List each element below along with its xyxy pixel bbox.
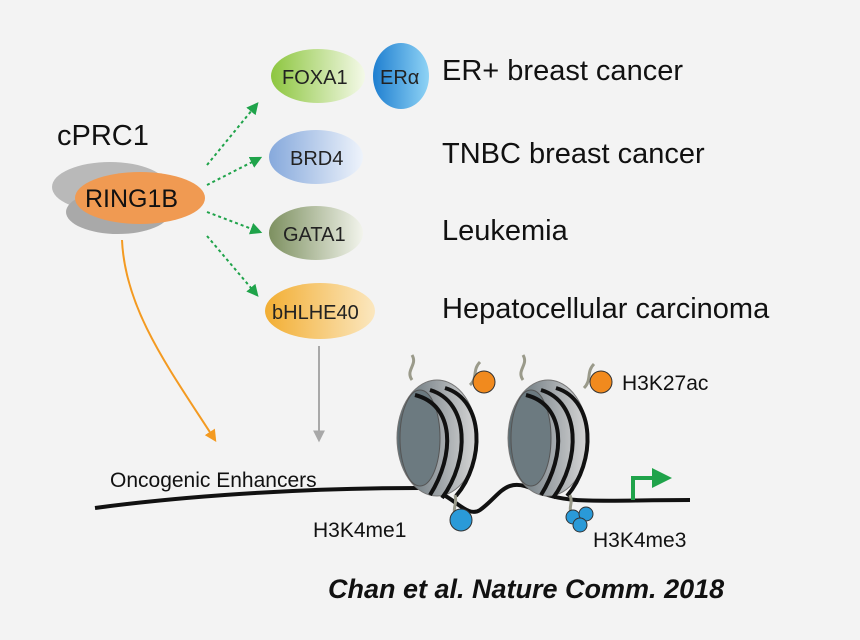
gata1-label: GATA1 [283,224,346,246]
enhancer-label: Oncogenic Enhancers [110,469,317,492]
h3k27ac-label: H3K27ac [622,372,708,395]
tss-arrow-icon [631,468,672,500]
mark-h3k4me3-c [572,517,588,533]
h3k4me3-label: H3K4me3 [593,529,686,552]
brd4-label: BRD4 [290,148,343,170]
citation: Chan et al. Nature Comm. 2018 [328,574,724,604]
foxa1-node [271,49,365,103]
nucleosome-2 [507,354,596,518]
arrow-to-gata1 [206,211,263,235]
arrow-ring1b-to-enhancers [121,239,217,443]
bhlhe40-node [265,283,375,339]
era-label: ERα [380,67,419,89]
mark-h3k27ac-2 [589,370,613,394]
dna-strand [94,482,691,514]
disease-leukemia: Leukemia [442,215,569,247]
era-node [373,43,429,109]
brd4-node [269,130,363,184]
disease-er-breast: ER+ breast cancer [442,55,683,87]
disease-tnbc: TNBC breast cancer [442,138,705,170]
arrow-to-bhlhe40 [206,235,259,297]
ring1b-label: RING1B [85,185,178,213]
bhlhe40-label: bHLHE40 [272,302,359,324]
foxa1-label: FOXA1 [282,67,348,89]
h3k4me1-label: H3K4me1 [313,519,406,542]
arrow-to-foxa1 [206,102,259,166]
ring1b-shape [75,172,205,224]
complex-name: cPRC1 [57,120,149,152]
nucleosome-1 [396,354,482,520]
mark-h3k4me1 [449,508,473,532]
arrow-to-brd4 [206,156,263,186]
mark-h3k27ac-1 [472,370,496,394]
gata1-node [269,206,363,260]
disease-hcc: Hepatocellular carcinoma [442,293,770,325]
